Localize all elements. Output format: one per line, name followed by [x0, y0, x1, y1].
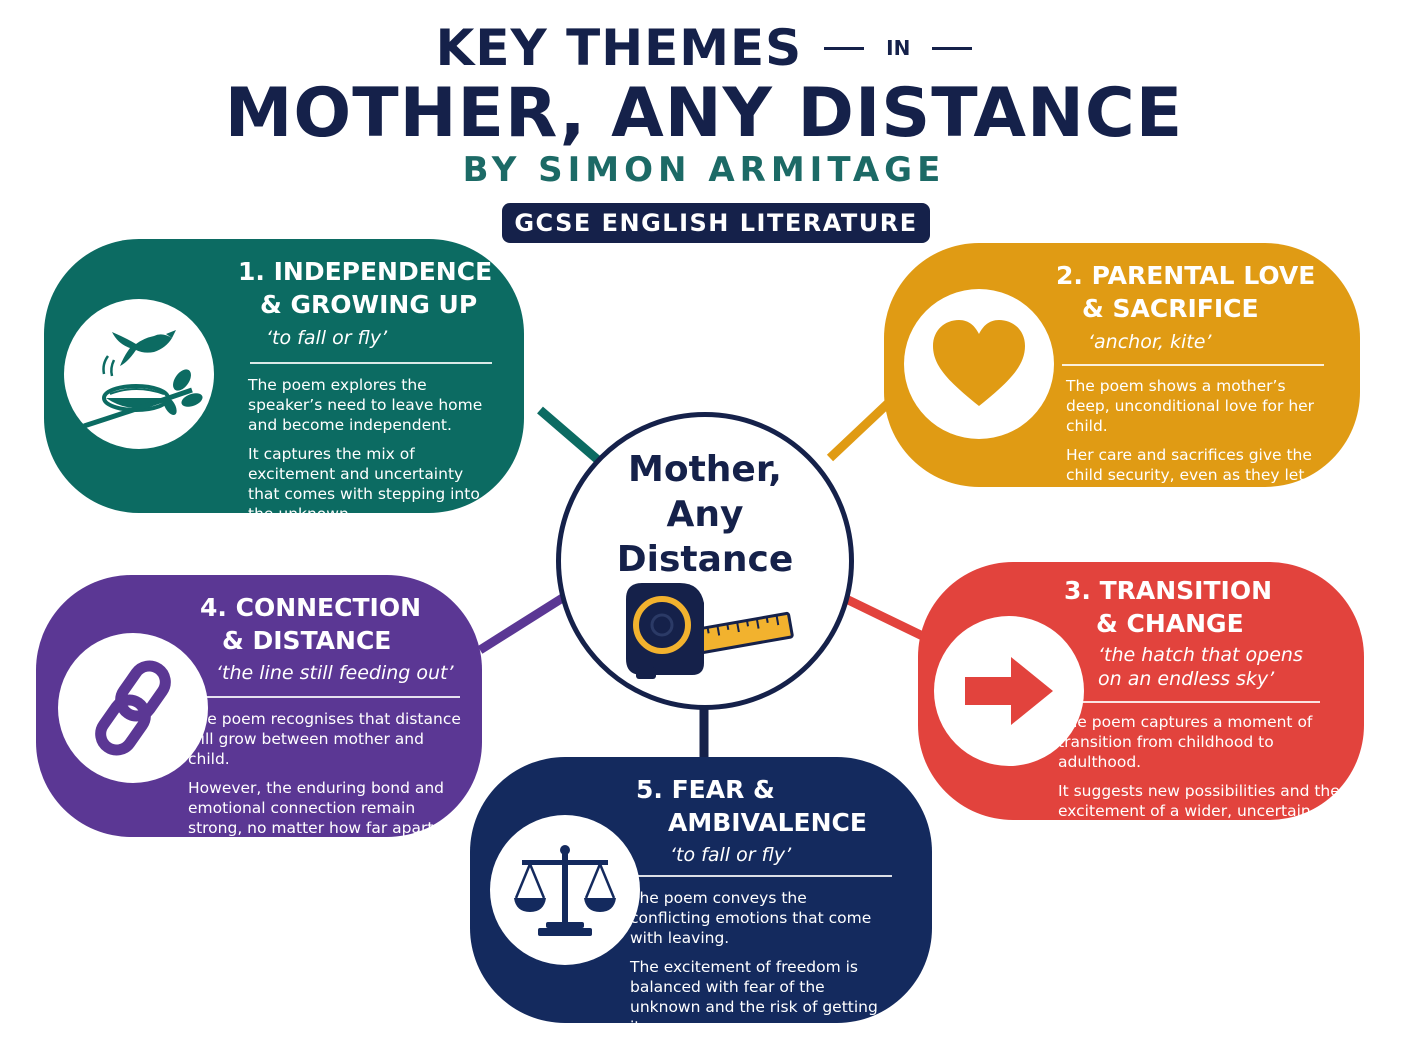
card-paragraph: The poem conveys the conflicting emotion… — [630, 889, 872, 947]
divider-dash-left — [824, 46, 865, 50]
theme-card-fear: 5. FEAR & AMBIVALENCE ‘to fall or fly’ T… — [470, 757, 932, 1036]
card-divider — [1080, 701, 1320, 703]
card-quote: ‘anchor, kite’ — [1088, 331, 1212, 353]
card-icon-circle — [64, 299, 214, 449]
connector-transition — [838, 591, 937, 647]
theme-card-independence: 1. INDEPENDENCE & GROWING UP ‘to fall or… — [44, 239, 524, 523]
card-quote: ‘the hatch that opens — [1098, 644, 1303, 666]
card-divider — [638, 875, 892, 877]
card-title: 2. PARENTAL LOVE — [1056, 261, 1316, 290]
card-title: 1. INDEPENDENCE — [238, 257, 493, 286]
key-themes-text: KEY THEMES — [435, 19, 803, 77]
card-icon-circle — [934, 616, 1084, 766]
hub-line: Distance — [616, 539, 794, 580]
tape-measure-icon — [626, 583, 794, 679]
theme-card-connection: 4. CONNECTION & DISTANCE ‘the line still… — [36, 575, 482, 857]
card-paragraph: The poem recognises that distance will g… — [188, 710, 461, 768]
card-divider — [206, 696, 460, 698]
heart-icon — [933, 320, 1025, 406]
card-title: & SACRIFICE — [1082, 294, 1259, 323]
card-description: The poem conveys the conflicting emotion… — [630, 888, 892, 1046]
bird-nest-icon — [83, 330, 203, 429]
subject-badge: GCSE ENGLISH LITERATURE — [502, 203, 930, 243]
scales-icon — [514, 845, 616, 936]
divider-dash-right — [932, 46, 973, 50]
card-quote: ‘to fall or fly’ — [670, 844, 792, 866]
card-icon-circle — [904, 289, 1054, 439]
card-paragraph: It captures the mix of excitement and un… — [248, 445, 480, 523]
card-title: AMBIVALENCE — [668, 808, 867, 837]
page-title: MOTHER, ANY DISTANCE — [224, 74, 1184, 153]
card-title: & CHANGE — [1096, 609, 1244, 638]
card-quote: ‘to fall or fly’ — [266, 327, 388, 349]
card-title: & DISTANCE — [222, 626, 392, 655]
card-divider — [1062, 364, 1324, 366]
card-paragraph: Her care and sacrifices give the child s… — [1066, 446, 1312, 504]
card-paragraph: The poem shows a mother’s deep, uncondit… — [1066, 377, 1315, 435]
card-description: The poem recognises that distance will g… — [188, 709, 468, 867]
hub-title: Mother, Any Distance — [561, 447, 849, 582]
connector-independence — [537, 406, 608, 470]
card-paragraph: The poem captures a moment of transition… — [1058, 713, 1313, 771]
card-description: The poem shows a mother’s deep, uncondit… — [1066, 376, 1328, 514]
arrow-right-icon — [965, 657, 1053, 725]
card-title: 3. TRANSITION — [1064, 576, 1273, 605]
card-divider — [250, 362, 492, 364]
card-icon-circle — [490, 815, 640, 965]
central-hub: Mother, Any Distance — [556, 412, 854, 710]
card-paragraph: The excitement of freedom is balanced wi… — [630, 958, 878, 1036]
card-paragraph: It suggests new possibilities and the ex… — [1058, 782, 1340, 840]
theme-card-transition: 3. TRANSITION & CHANGE ‘the hatch that o… — [918, 562, 1364, 840]
card-quote: ‘the line still feeding out’ — [216, 662, 454, 684]
card-title: & GROWING UP — [260, 290, 478, 319]
card-icon-circle — [58, 633, 208, 783]
card-description: The poem captures a moment of transition… — [1058, 712, 1343, 850]
hub-line: Any — [666, 494, 744, 535]
byline: BY SIMON ARMITAGE — [462, 150, 946, 190]
in-text: IN — [886, 36, 911, 60]
card-paragraph: However, the enduring bond and emotional… — [188, 779, 445, 857]
card-description: The poem explores the speaker’s need to … — [248, 375, 498, 533]
chain-link-icon — [95, 660, 171, 756]
card-paragraph: The poem explores the speaker’s need to … — [248, 376, 483, 434]
connector-connection — [477, 588, 575, 654]
title-line-key-themes: KEY THEMES IN — [0, 18, 1408, 78]
theme-card-parental-love: 2. PARENTAL LOVE & SACRIFICE ‘anchor, ki… — [884, 243, 1360, 504]
card-title: 5. FEAR & — [636, 775, 775, 804]
card-quote: on an endless sky’ — [1098, 668, 1275, 690]
card-title: 4. CONNECTION — [200, 593, 421, 622]
hub-line: Mother, — [628, 449, 782, 490]
